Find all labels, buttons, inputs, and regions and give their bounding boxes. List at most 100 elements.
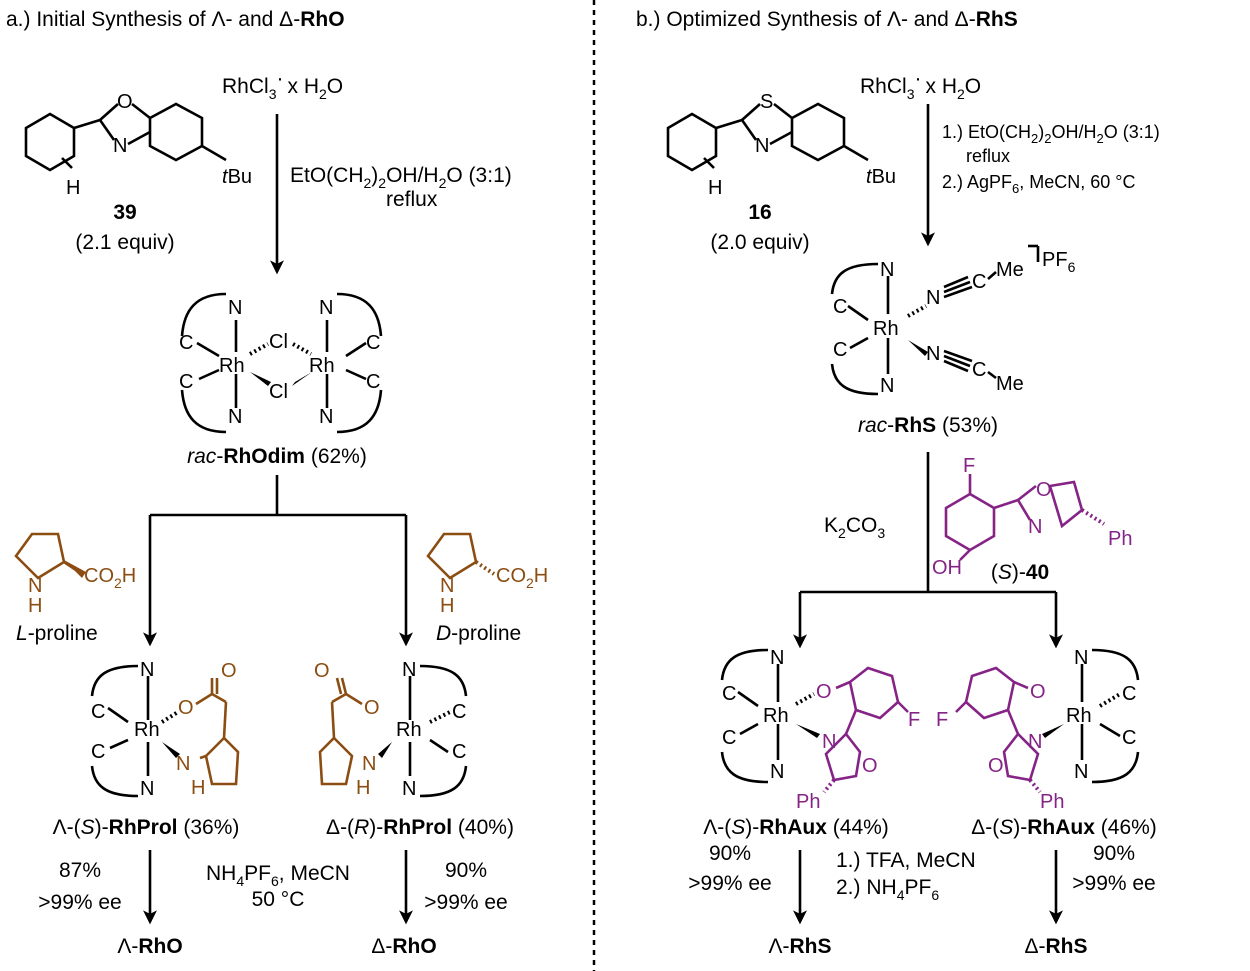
lambda-rhaux-aux xyxy=(824,666,909,782)
panel-b-step-1-reflux: reflux xyxy=(966,146,1010,166)
lambda-rhaux-c-1: C xyxy=(722,683,736,705)
lambda-rhaux-n-top: N xyxy=(770,647,784,669)
aux-40-label: (S)-40 xyxy=(991,561,1049,584)
lambda-rhaux-o-ring: O xyxy=(862,755,878,777)
panel-b-base: K2CO3 xyxy=(824,514,885,541)
rhodim-n-3: N xyxy=(319,297,333,319)
rac-rhs-label: rac-RhS (53%) xyxy=(858,414,998,437)
delta-rhprol-c-1: C xyxy=(452,701,466,723)
rhodim-structure xyxy=(180,292,383,434)
l-proline-wedge xyxy=(64,560,86,578)
panel-b-final-delta: Δ-RhS xyxy=(1024,935,1087,958)
rhodim-rh-left: Rh xyxy=(219,355,245,377)
panel-b-rhcl3: RhCl3·x H2O xyxy=(860,67,981,102)
panel-b-branch xyxy=(800,452,1056,594)
panel-a-branch xyxy=(150,475,406,517)
panel-b-title: b.) Optimized Synthesis of Λ- and Δ-RhS xyxy=(636,8,1018,31)
delta-rhprol-rh: Rh xyxy=(396,719,422,741)
ligand-39-structure xyxy=(24,102,227,172)
panel-a-right-yield: 90% xyxy=(445,859,487,882)
ligand-16-equiv: (2.0 equiv) xyxy=(710,231,809,254)
lambda-rhaux-structure xyxy=(720,648,815,784)
aux-40-f: F xyxy=(963,455,975,477)
rhodim-c-1: C xyxy=(179,332,193,354)
rac-rhs-rh: Rh xyxy=(873,318,899,340)
delta-rhprol-o: O xyxy=(364,697,380,719)
panel-a-final-lambda: Λ-RhO xyxy=(117,935,182,958)
rac-rhs-c-2: C xyxy=(833,339,847,361)
panel-a-final-delta: Δ-RhO xyxy=(371,935,436,958)
panel-a-left-yield: 87% xyxy=(59,859,101,882)
panel-a-left-ee: >99% ee xyxy=(38,891,122,914)
panel-b-removal-step-2: 2.) NH4PF6 xyxy=(836,876,939,903)
rac-rhs-me-bond-1 xyxy=(987,271,997,280)
lambda-rhprol-rh: Rh xyxy=(134,719,160,741)
rac-rhs-n-mecn-2: N xyxy=(926,343,940,365)
delta-rhaux-aux xyxy=(955,666,1040,782)
ligand-16-tbu: tBu xyxy=(866,166,896,188)
d-proline-n: N xyxy=(440,575,454,597)
lambda-rhaux-n: N xyxy=(822,731,836,753)
lambda-rhprol-n: N xyxy=(176,753,190,775)
delta-rhprol-wedge xyxy=(378,742,392,758)
lambda-rhaux-ph: Ph xyxy=(796,791,820,813)
aux-40-ph: Ph xyxy=(1108,528,1132,550)
rac-rhs-me-1: Me xyxy=(996,259,1024,281)
panel-b: b.) Optimized Synthesis of Λ- and Δ-RhS … xyxy=(636,8,1160,958)
panel-a-right-ee: >99% ee xyxy=(424,891,508,914)
rhodim-label: rac-RhOdim (62%) xyxy=(187,445,367,468)
aux-40-oh: OH xyxy=(932,557,962,579)
ligand-16-s-atom: S xyxy=(760,91,773,113)
rhodim-rh-right: Rh xyxy=(309,355,335,377)
ligand-16-h-atom: H xyxy=(708,177,722,199)
rac-rhs-n-mecn-1: N xyxy=(926,287,940,309)
lambda-rhaux-f: F xyxy=(908,709,920,731)
lambda-rhprol-c-2: C xyxy=(91,741,105,763)
panel-b-removal-step-1: 1.) TFA, MeCN xyxy=(836,849,976,872)
d-proline-h: H xyxy=(440,595,454,617)
rac-rhs-structure xyxy=(830,244,1040,396)
panel-b-step-2: 2.) AgPF6, MeCN, 60 °C xyxy=(942,172,1136,196)
aux-40-o: O xyxy=(1036,479,1052,501)
rhodim-wedge-1 xyxy=(250,372,271,386)
delta-rhaux-c-2: C xyxy=(1122,727,1136,749)
lambda-rhaux-o: O xyxy=(816,681,832,703)
rhodim-cl-bottom: Cl xyxy=(269,381,288,403)
delta-rhaux-o: O xyxy=(1030,681,1046,703)
rhodim-c-3: C xyxy=(366,332,380,354)
aux-40-n: N xyxy=(1028,516,1042,538)
lambda-rhaux-hash xyxy=(822,778,836,794)
lambda-rhprol-h: H xyxy=(191,777,205,799)
panel-a-conditions-solvent: EtO(CH2)2OH/H2O (3:1) xyxy=(290,164,512,191)
panel-a: a.) Initial Synthesis of Λ- and Δ-RhO Rh… xyxy=(6,8,548,958)
delta-rhprol-label: Δ-(R)-RhProl (40%) xyxy=(326,816,514,839)
ligand-39-o-atom: O xyxy=(117,91,133,113)
delta-rhaux-rh: Rh xyxy=(1066,705,1092,727)
ligand-39-equiv: (2.1 equiv) xyxy=(75,231,174,254)
rac-rhs-n-top: N xyxy=(880,259,894,281)
panel-b-left-ee: >99% ee xyxy=(688,872,772,895)
delta-rhaux-ph: Ph xyxy=(1040,791,1064,813)
delta-rhaux-o-ring: O xyxy=(988,755,1004,777)
panel-a-removal-conditions: NH4PF6, MeCN xyxy=(206,862,350,889)
ligand-39-h-atom: H xyxy=(66,177,80,199)
lambda-rhaux-label: Λ-(S)-RhAux (44%) xyxy=(703,816,889,839)
d-proline-label: D-proline xyxy=(436,622,521,645)
rhodim-c-4: C xyxy=(366,371,380,393)
l-proline-label: L-proline xyxy=(16,622,98,645)
delta-rhaux-n-top: N xyxy=(1074,647,1088,669)
rac-rhs-n-bottom: N xyxy=(880,375,894,397)
delta-rhaux-n: N xyxy=(1028,731,1042,753)
panel-b-step-1: 1.) EtO(CH2)2OH/H2O (3:1) xyxy=(942,122,1160,146)
delta-rhaux-hash xyxy=(1028,778,1042,794)
lambda-rhaux-wedge xyxy=(796,724,820,738)
delta-rhprol-structure xyxy=(408,664,468,798)
lambda-rhprol-wedge xyxy=(162,742,180,758)
rhodim-n-4: N xyxy=(319,406,333,428)
lambda-rhprol-structure xyxy=(90,664,180,798)
delta-rhprol-n-bottom: N xyxy=(402,778,416,800)
delta-rhaux-c-1: C xyxy=(1122,683,1136,705)
panel-b-right-yield: 90% xyxy=(1093,842,1135,865)
delta-rhaux-label: Δ-(S)-RhAux (46%) xyxy=(971,816,1157,839)
lambda-rhprol-proline xyxy=(195,678,240,786)
